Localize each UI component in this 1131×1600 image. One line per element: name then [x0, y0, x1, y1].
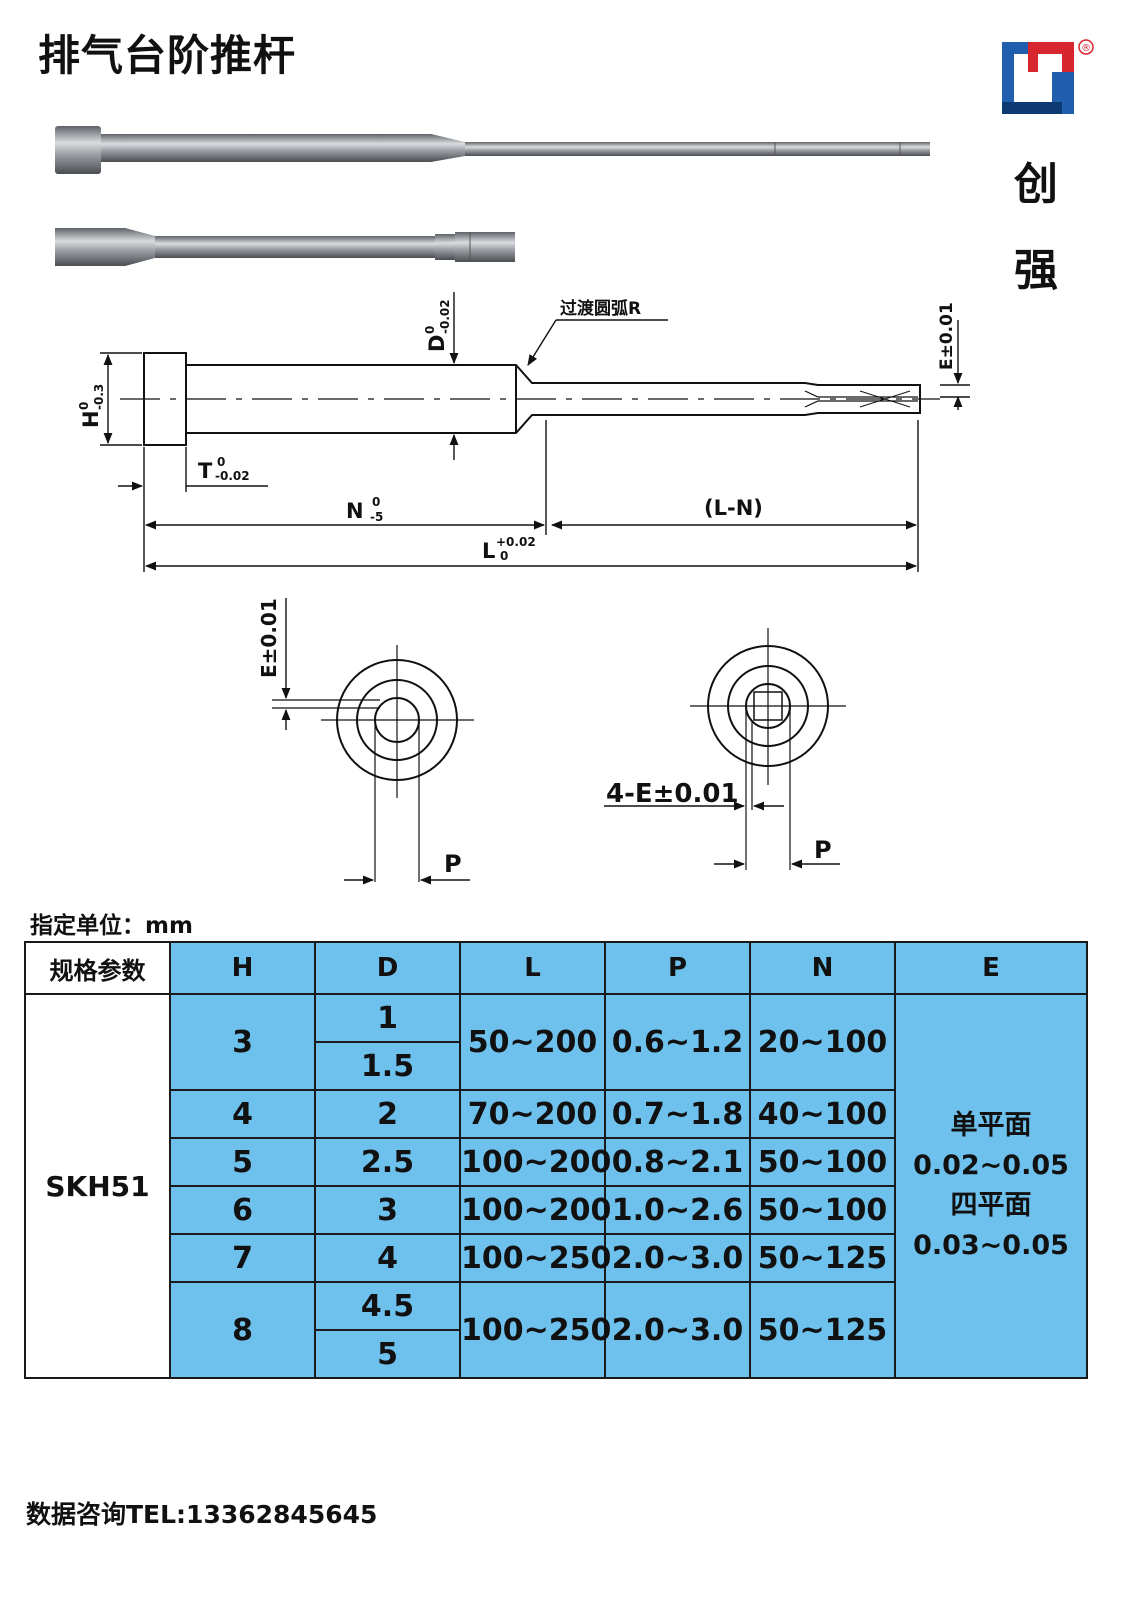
header-l: L [459, 941, 606, 995]
cell-p: 0.7~1.8 [604, 1089, 751, 1139]
l-tol-upper: +0.02 [496, 535, 536, 549]
table-row: 6 3 100~200 1.0~2.6 50~100 [25, 1185, 1087, 1235]
technical-drawing: 过渡圆弧R D 0 -0.02 H 0 -0.3 E±0.01 T 0 -0.0… [77, 292, 970, 885]
cell-d: 2 [314, 1089, 461, 1139]
e-single-label: 单平面 [950, 1110, 1032, 1141]
material-cell: SKH51 [24, 993, 171, 1379]
h-tol-upper: 0 [77, 402, 91, 410]
e-dim-label-endview: E±0.01 [257, 598, 281, 678]
header-spec: 规格参数 [24, 941, 171, 995]
t-tol-upper: 0 [217, 455, 225, 469]
page-title: 排气台阶推杆 [38, 31, 297, 80]
d-tol-lower: -0.02 [438, 299, 452, 334]
h-dim-label: H [79, 410, 103, 428]
cell-d: 2.5 [314, 1137, 461, 1187]
n-tol-upper: 0 [372, 495, 380, 509]
cell-p: 2.0~3.0 [604, 1281, 751, 1379]
n-tol-lower: -5 [370, 510, 383, 524]
cell-d: 4.5 [314, 1281, 461, 1331]
registered-mark: ® [1081, 43, 1091, 54]
four-e-dim-label: 4-E±0.01 [606, 779, 739, 809]
header-d: D [314, 941, 461, 995]
cell-h: 5 [169, 1137, 316, 1187]
unit-note: 指定单位：mm [30, 913, 193, 939]
table-row: 7 4 100~250 2.0~3.0 50~125 [25, 1233, 1087, 1283]
cell-d: 1.5 [314, 1041, 461, 1091]
e-four-value: 0.03~0.05 [913, 1230, 1069, 1261]
cell-d: 3 [314, 1185, 461, 1235]
t-tol-lower: -0.02 [215, 469, 250, 483]
p-dim-label-left: P [444, 850, 462, 878]
table-row: SKH51 3 1 50~200 0.6~1.2 20~100 单平面 0.02… [24, 993, 1088, 1379]
cell-p: 1.0~2.6 [604, 1185, 751, 1235]
cell-l: 100~200 [459, 1185, 611, 1235]
cell-n: 50~125 [749, 1281, 896, 1379]
cell-l: 100~250 [459, 1233, 611, 1283]
ejector-pin-photo-closeup [55, 228, 515, 266]
table-row: 4 2 70~200 0.7~1.8 40~100 [25, 1089, 1087, 1139]
ejector-pin-photo-long [55, 126, 930, 174]
cell-n: 50~125 [749, 1233, 896, 1283]
table-row: 5 2.5 100~200 0.8~2.1 50~100 [25, 1137, 1087, 1187]
transition-radius-label: 过渡圆弧R [560, 298, 641, 319]
cell-d: 5 [314, 1329, 461, 1379]
table-row: 8 4.5 100~250 2.0~3.0 50~125 [25, 1281, 1087, 1379]
cell-e: 单平面 0.02~0.05 四平面 0.03~0.05 [894, 993, 1088, 1379]
table-row: 1.5 [25, 1041, 1087, 1091]
cell-p: 2.0~3.0 [604, 1233, 751, 1283]
brand-char-1: 创 [1014, 159, 1058, 210]
cell-h: 8 [169, 1281, 316, 1379]
cell-n: 50~100 [749, 1137, 896, 1187]
p-dim-label-right: P [814, 836, 832, 864]
cell-h: 7 [169, 1233, 316, 1283]
t-dim-label: T [198, 459, 213, 483]
brand-char-2: 强 [1014, 245, 1058, 296]
h-tol-lower: -0.3 [92, 384, 106, 410]
cell-d: 1 [314, 993, 461, 1043]
cell-l: 50~200 [459, 993, 606, 1091]
table-header-row: 规格参数 H D L P N E [24, 941, 1088, 995]
e-four-label: 四平面 [950, 1190, 1032, 1221]
cell-h: 6 [169, 1185, 316, 1235]
contact-footer: 数据咨询TEL:13362845645 [26, 1500, 378, 1529]
cell-d: 4 [314, 1233, 461, 1283]
cell-p: 0.6~1.2 [604, 993, 751, 1091]
cell-n: 40~100 [749, 1089, 896, 1139]
header-p: P [604, 941, 751, 995]
ln-dim-label: (L-N) [704, 496, 763, 520]
n-dim-label: N [346, 499, 364, 523]
cell-l: 100~200 [459, 1137, 611, 1187]
l-tol-lower: 0 [500, 549, 508, 563]
e-dim-label-side: E±0.01 [937, 302, 957, 370]
cell-h: 4 [169, 1089, 316, 1139]
header-n: N [749, 941, 896, 995]
header-h: H [169, 941, 316, 995]
table-row: 5 [25, 1329, 1087, 1379]
l-dim-label: L [482, 539, 495, 563]
header-e: E [894, 941, 1088, 995]
d-dim-label: D [425, 335, 449, 352]
spec-table: 规格参数 H D L P N E SKH51 3 1 50~200 0.6~1.… [24, 941, 1088, 1379]
cell-n: 20~100 [749, 993, 896, 1091]
d-tol-upper: 0 [423, 326, 437, 334]
cell-l: 100~250 [459, 1281, 611, 1379]
cell-h: 3 [169, 993, 316, 1091]
cell-l: 70~200 [459, 1089, 606, 1139]
cq-logo-icon: ® [1002, 39, 1094, 114]
cell-n: 50~100 [749, 1185, 896, 1235]
e-single-value: 0.02~0.05 [913, 1150, 1069, 1181]
cell-p: 0.8~2.1 [604, 1137, 751, 1187]
